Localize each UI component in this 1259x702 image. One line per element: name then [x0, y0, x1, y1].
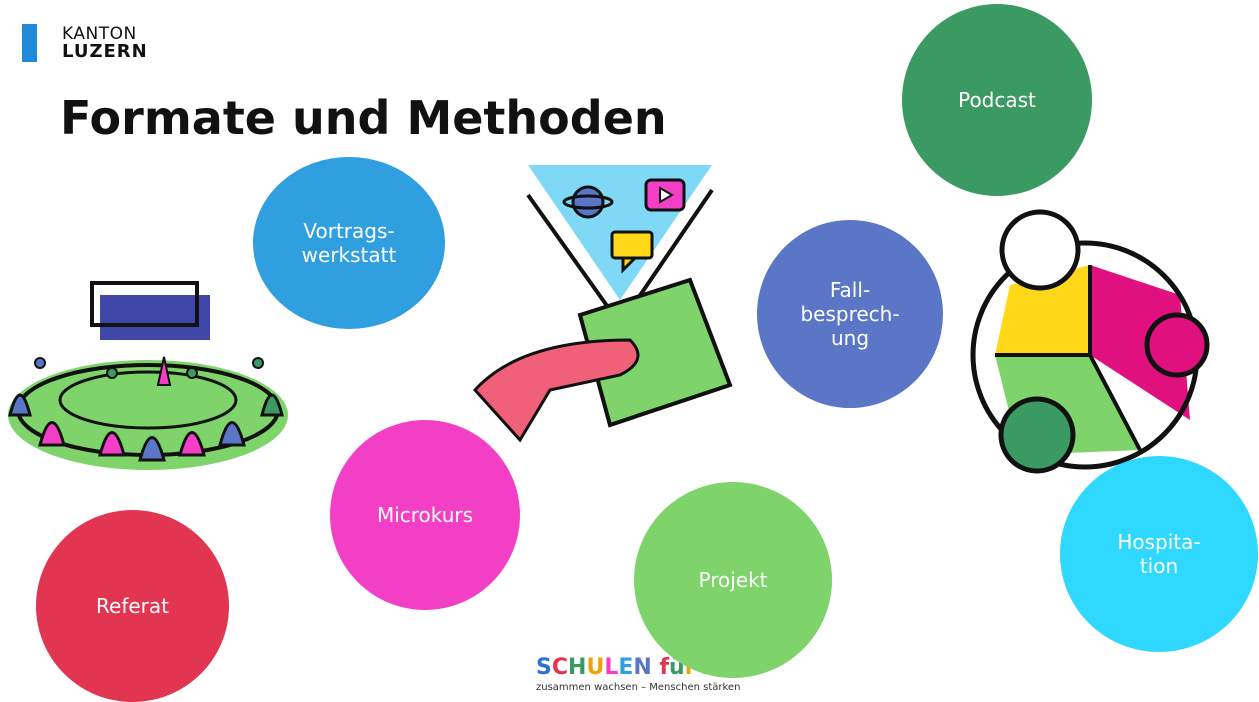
brand-title: SCHULEN für A	[536, 655, 720, 680]
bubble-label: Microkurs	[376, 503, 474, 527]
page-title: Formate und Methoden	[60, 91, 667, 145]
bubble-label: Vortrags- werkstatt	[301, 219, 397, 267]
bubble-label: Hospita- tion	[1117, 530, 1201, 578]
bubble-referat: Referat	[36, 510, 229, 702]
logo-bar	[22, 24, 37, 62]
puzzle-people-illustration	[970, 209, 1210, 474]
bubble-hospitation: Hospita- tion	[1060, 456, 1258, 652]
phone-media-illustration	[472, 165, 733, 443]
bubble-projekt: Projekt	[634, 482, 832, 678]
bubble-fallbesprechung: Fall- besprech- ung	[757, 220, 943, 408]
logo-line-2: LUZERN	[62, 41, 148, 62]
bubble-label: Fall- besprech- ung	[800, 278, 900, 350]
bubble-label: Podcast	[958, 88, 1036, 112]
brand-subtitle: zusammen wachsen – Menschen stärken	[536, 682, 741, 693]
bubble-podcast: Podcast	[902, 4, 1092, 196]
schulen-fuer-alle-logo: SCHULEN für A zusammen wachsen – Mensche…	[536, 655, 766, 699]
bubble-label: Referat	[96, 594, 169, 618]
logo-line-1: KANTON	[62, 24, 137, 44]
classroom-circle-illustration	[8, 281, 288, 470]
bubble-label: Projekt	[698, 568, 768, 592]
bubble-vortragswerkstatt: Vortrags- werkstatt	[253, 157, 445, 329]
bubble-microkurs: Microkurs	[330, 420, 520, 610]
kanton-luzern-logo: KANTON LUZERN	[22, 24, 182, 64]
